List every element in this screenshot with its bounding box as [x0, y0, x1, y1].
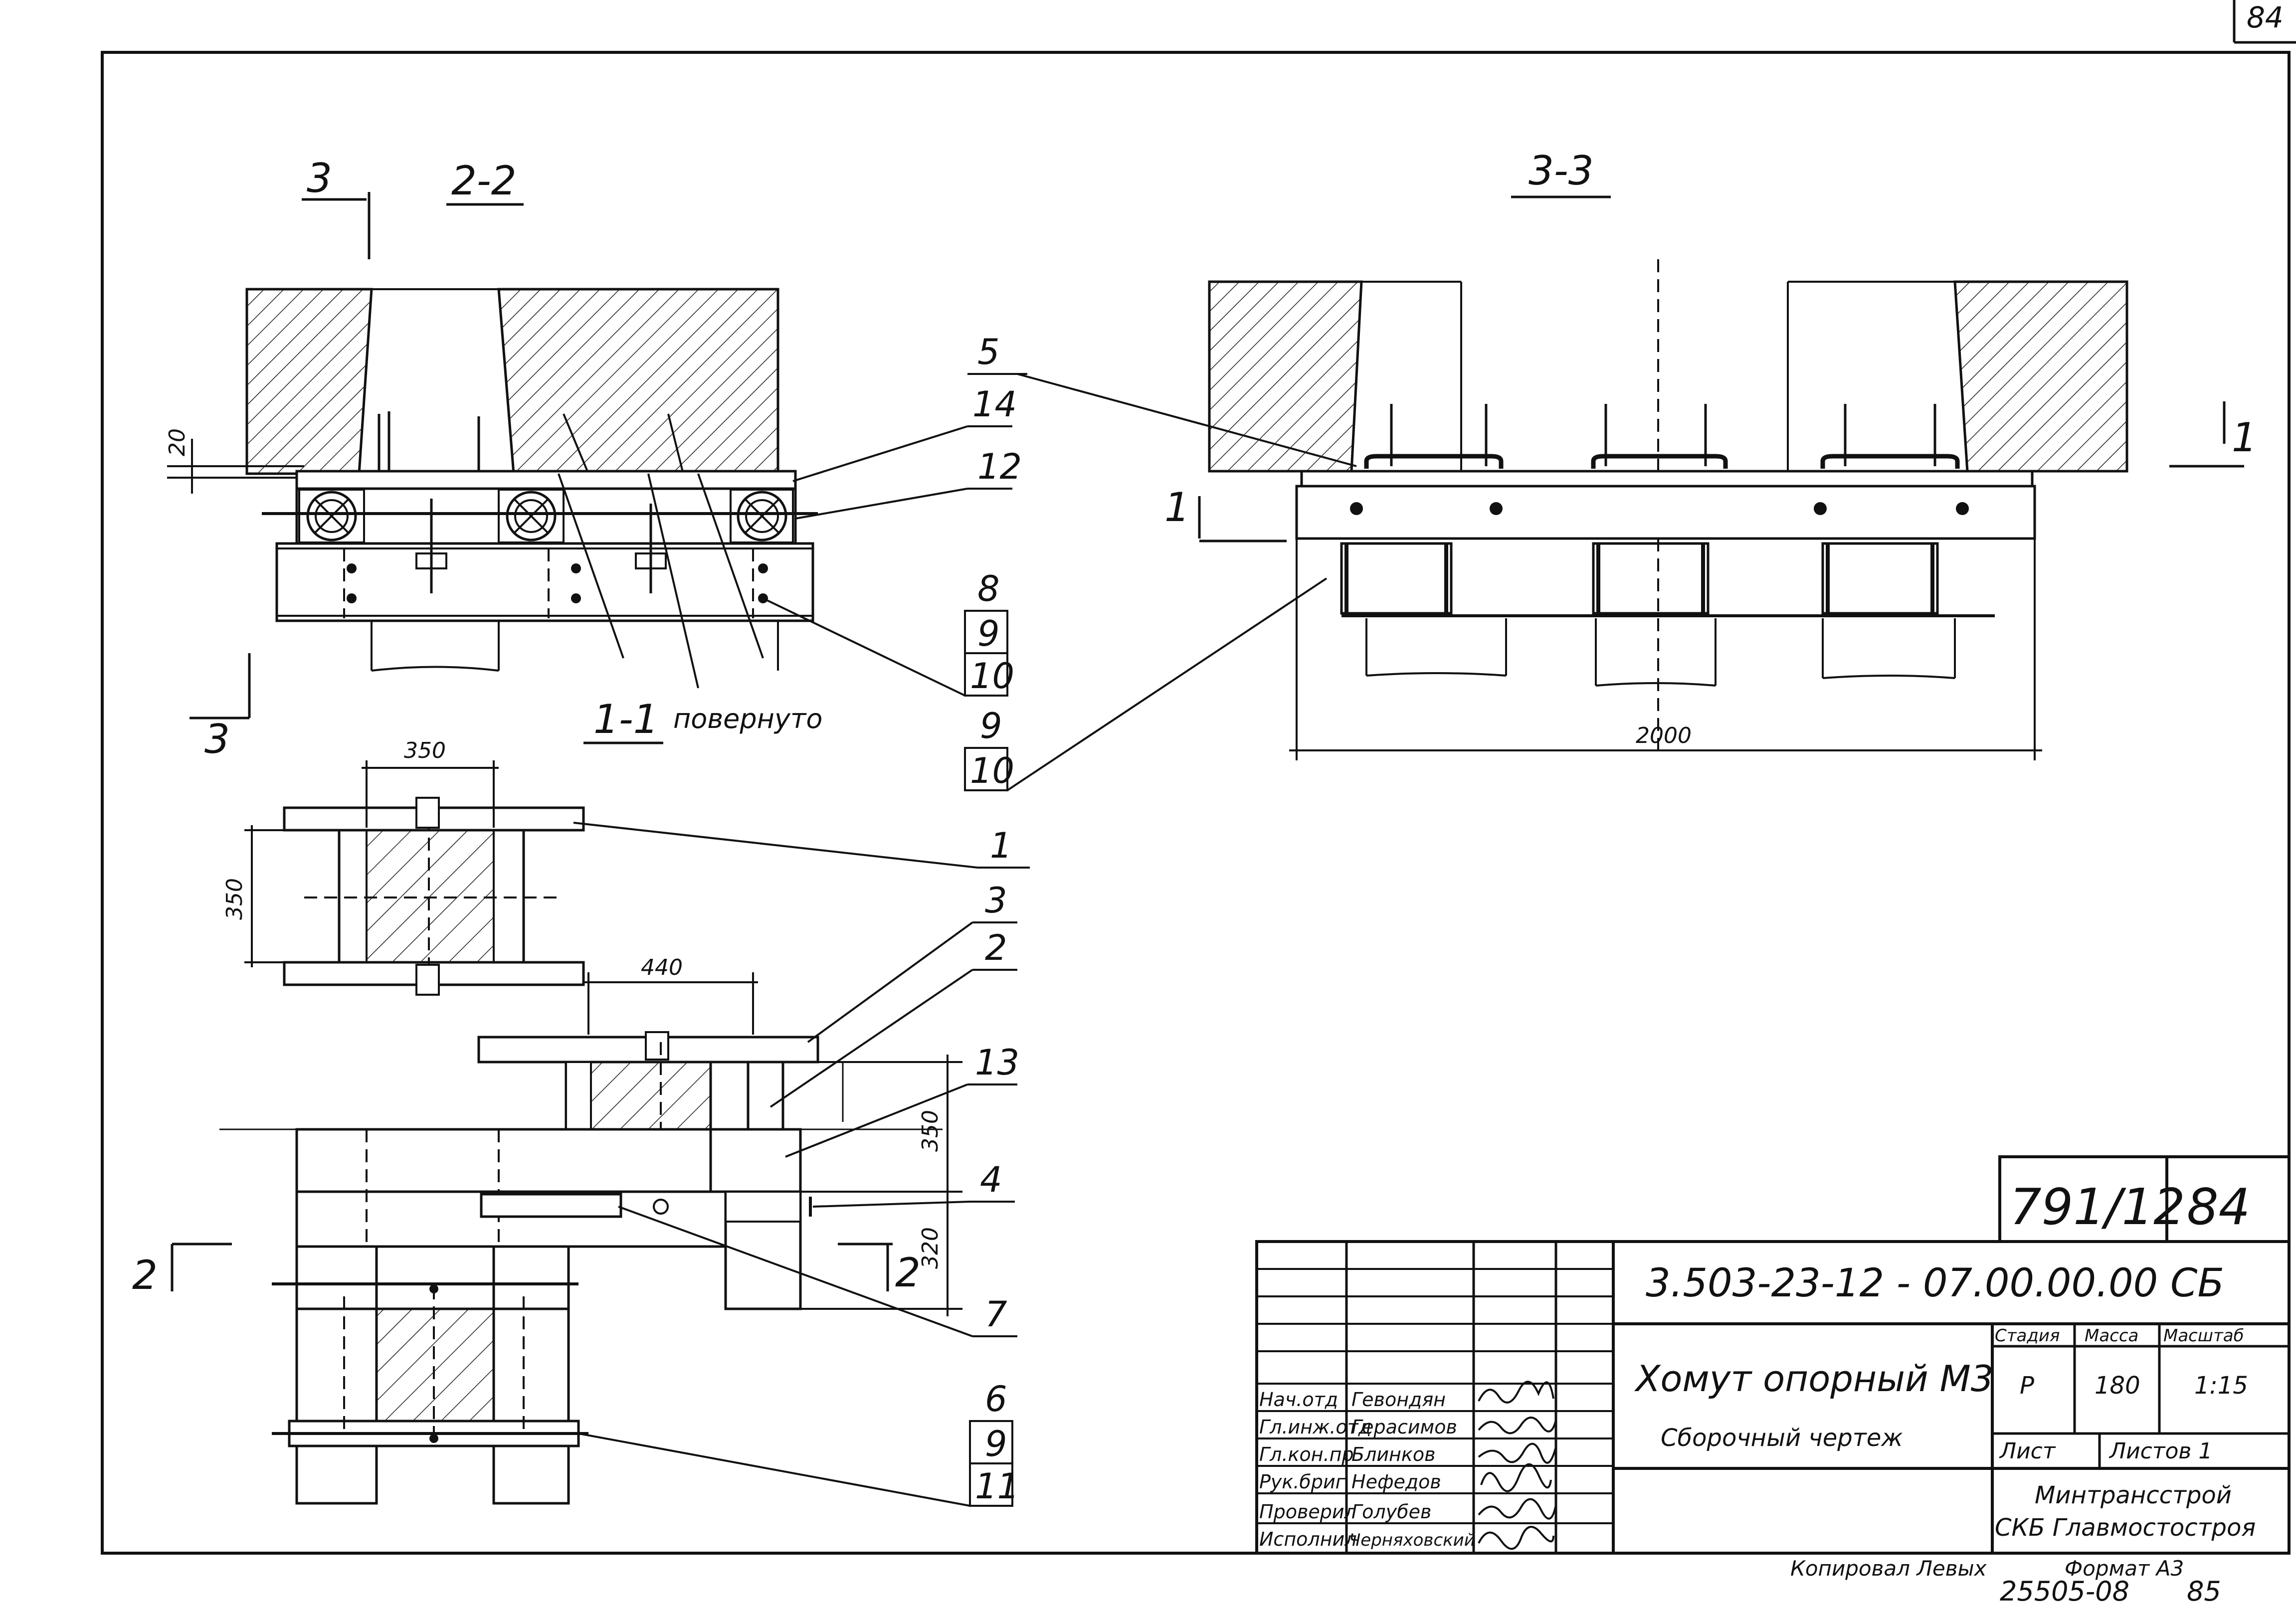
name-1: Герасимов: [1351, 1416, 1457, 1438]
sheets-label: Листов 1: [2108, 1438, 2212, 1464]
role-2: Гл.кон.пр: [1259, 1443, 1354, 1465]
name-4: Голубев: [1351, 1501, 1431, 1523]
cut-mark-3-bottom: 3: [204, 716, 230, 762]
callout-9b: 9: [980, 706, 1002, 746]
dim-320: 320: [918, 1227, 943, 1269]
role-0: Нач.отд: [1259, 1389, 1338, 1411]
dim-350-side: 350: [222, 878, 247, 920]
col-scale: Масштаб: [2163, 1326, 2244, 1346]
name-0: Гевондян: [1351, 1389, 1446, 1411]
support-middle: [1592, 542, 1717, 687]
footer-copied: Копировал Левых: [1790, 1556, 1987, 1581]
section-2-2: 2-2 3 3 20: [165, 155, 818, 762]
page-number-box: 84: [2233, 0, 2296, 44]
support-right: [1821, 542, 1956, 679]
mass-value: 180: [2095, 1372, 2140, 1400]
callout-11: 11: [975, 1466, 1019, 1507]
scale-value: 1:15: [2194, 1372, 2248, 1400]
cut-mark-3-top: 3: [307, 155, 332, 201]
callout-2: 2: [985, 927, 1007, 968]
role-5: Исполнил: [1259, 1528, 1357, 1550]
callout-5: 5: [977, 332, 1000, 372]
footer-format: Формат А3: [2065, 1556, 2184, 1581]
callout-8: 8: [977, 568, 1000, 609]
plan-top-350: 350 350: [222, 738, 585, 997]
name-2: Блинков: [1351, 1443, 1436, 1465]
section-3-3: 3-3 1 1: [1164, 148, 2257, 760]
sheet-frame: [101, 51, 2291, 1555]
dim-350-top: 350: [404, 738, 446, 763]
col-stage: Стадия: [1995, 1326, 2060, 1346]
cut-mark-2-right: 2: [895, 1250, 921, 1296]
callout-1: 1: [990, 825, 1012, 866]
callout-9c: 9: [985, 1424, 1007, 1464]
concrete-block-left: [245, 288, 373, 475]
callout-10a: 10: [970, 656, 1014, 697]
dim-20: 20: [165, 428, 190, 456]
sheet-label: Лист: [1999, 1438, 2056, 1464]
name-3: Нефедов: [1351, 1471, 1441, 1493]
title-block: 791/12 84 Нач.отд Гевондян Гл.инж.отд Ге…: [1255, 1155, 2291, 1555]
drawing-subtitle: Сборочный чертеж: [1661, 1424, 1903, 1452]
callout-14: 14: [972, 384, 1017, 425]
role-4: Проверил: [1259, 1501, 1356, 1523]
callout-4: 4: [980, 1159, 1002, 1200]
support-left: [1340, 542, 1507, 677]
section-3-3-label: 3-3: [1529, 148, 1594, 194]
sheet-box-page: 84: [2187, 1178, 2250, 1236]
sheet-box-code: 791/12: [2010, 1178, 2185, 1236]
name-5: Черняховский: [1349, 1530, 1475, 1550]
callouts-bottom: 1 3 2 13 4 7 6 9 11: [573, 822, 1030, 1507]
assembly-bottom: 440: [132, 955, 962, 1505]
callout-6: 6: [985, 1379, 1007, 1420]
col-mass: Масса: [2085, 1326, 2138, 1346]
doc-code: 3.503-23-12 - 07.00.00.00 СБ: [1646, 1261, 2224, 1306]
page-number: 84: [2247, 0, 2284, 34]
callout-10b: 10: [970, 750, 1014, 791]
cut-mark-2-left: 2: [132, 1252, 158, 1298]
callout-7: 7: [985, 1294, 1007, 1335]
dim-440: 440: [641, 955, 683, 980]
section-1-1-note: повернуто: [673, 703, 822, 734]
cut-mark-1-left: 1: [1164, 484, 1190, 531]
role-3: Рук.бриг: [1259, 1471, 1346, 1493]
concrete-block-right: [497, 288, 779, 475]
cut-mark-1-right: 1: [2232, 414, 2257, 461]
footer-archive-page: 85: [2187, 1576, 2221, 1607]
callout-13: 13: [975, 1042, 1019, 1083]
org-line-1: Минтрансстрой: [2035, 1481, 2232, 1509]
signatures: [1478, 1381, 1557, 1550]
section-1-1-label: 1-1: [593, 696, 659, 742]
org-line-2: СКБ Главмостостроя: [1995, 1514, 2256, 1542]
drawing-title: Хомут опорный М3: [1634, 1358, 1994, 1400]
footer: Копировал Левых Формат А3 25505-08 85: [1790, 1556, 2221, 1607]
callout-12: 12: [977, 446, 1022, 487]
role-1: Гл.инж.отд: [1259, 1416, 1371, 1438]
dim-350-right: 350: [918, 1110, 943, 1152]
footer-archive: 25505-08: [2000, 1576, 2129, 1607]
callouts-2-2: 5 14 12 8 9 10 9 10: [763, 332, 1357, 791]
dim-2000: 2000: [1636, 723, 1692, 748]
callout-3: 3: [985, 880, 1007, 921]
stage-value: Р: [2020, 1372, 2034, 1400]
section-2-2-label: 2-2: [451, 158, 517, 204]
callout-9a: 9: [977, 613, 1000, 654]
